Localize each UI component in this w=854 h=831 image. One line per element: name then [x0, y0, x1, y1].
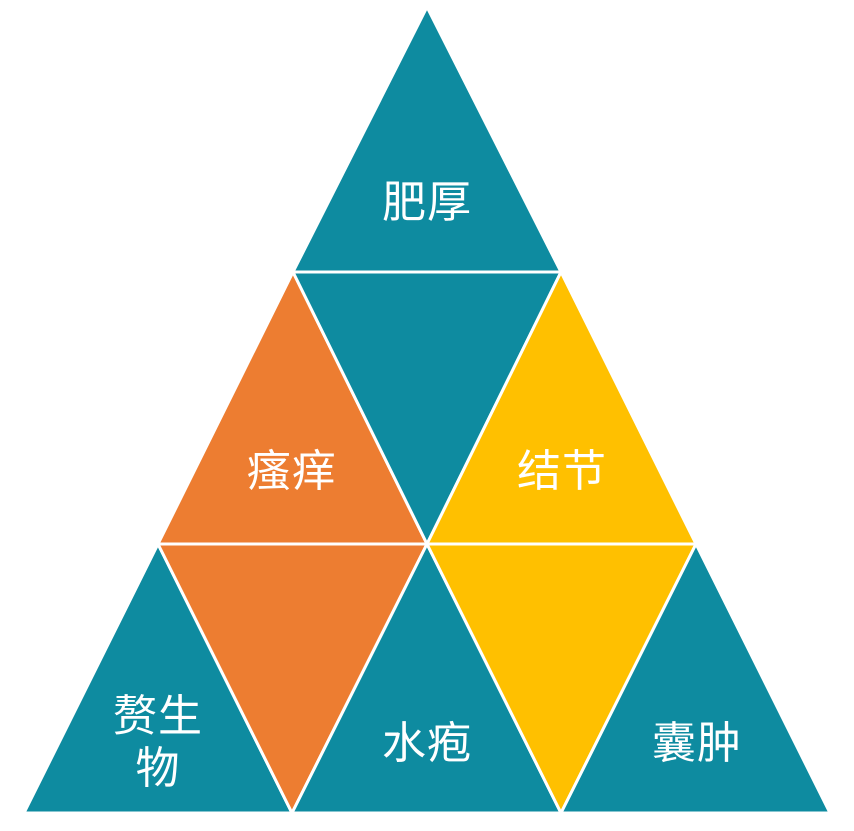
tile-bottom-5-teal	[558, 540, 833, 815]
label-blister: 水疱	[382, 718, 472, 769]
label-neoplasm: 赘生 物	[113, 691, 203, 794]
label-cyst: 囊肿	[652, 718, 742, 769]
label-nodule: 结节	[517, 446, 607, 497]
label-hypertrophy: 肥厚	[382, 177, 472, 228]
label-pruritus: 瘙痒	[247, 446, 337, 497]
tile-top-teal	[290, 3, 564, 274]
